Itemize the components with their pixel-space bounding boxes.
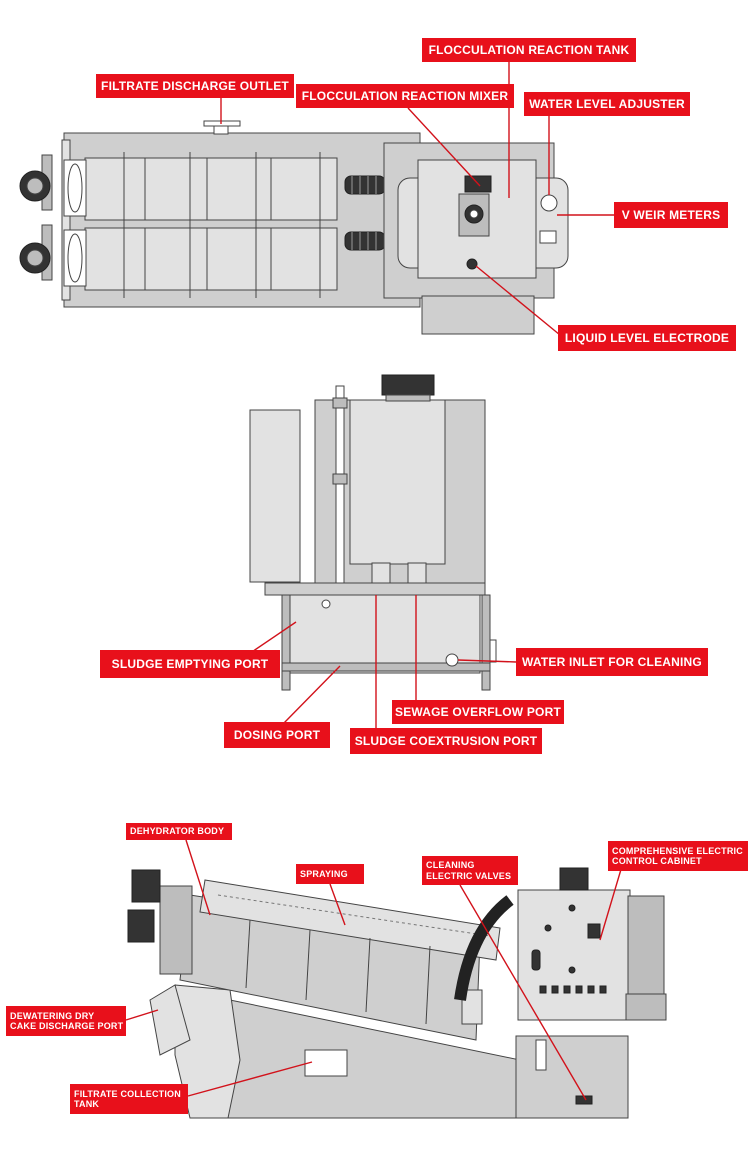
filtrate-window (304, 1049, 348, 1077)
label-control-cabinet-line1: COMPREHENSIVE ELECTRIC (612, 845, 743, 856)
label-dry-cake-line1: DEWATERING DRY (10, 1010, 95, 1021)
water-level-adjuster-knob (540, 194, 558, 212)
top-view-drawing (19, 120, 569, 335)
label-filtrate-collection-tank-line2: TANK (74, 1099, 100, 1109)
label-cleaning-electric-valves-line1: CLEANING (426, 860, 475, 871)
label-water-level-adjuster: WATER LEVEL ADJUSTER (524, 92, 690, 116)
label-filtrate-collection-tank: FILTRATE COLLECTION TANK (70, 1084, 188, 1114)
filtrate-outlet-flange (203, 120, 241, 127)
label-control-cabinet-line2: CONTROL CABINET (612, 856, 702, 866)
label-sewage-overflow-port: SEWAGE OVERFLOW PORT (392, 700, 564, 724)
drive-motor-lower (19, 224, 53, 281)
flocculation-tank-front (349, 399, 446, 565)
label-dewatering-dry-cake-discharge-port: DEWATERING DRY CAKE DISCHARGE PORT (6, 1006, 126, 1036)
side-motor-upper (131, 869, 161, 903)
mixer-motor-front (381, 374, 435, 396)
base-top-rail (264, 582, 486, 596)
leader-mixer (407, 107, 481, 187)
side-feed-hose (454, 895, 514, 1001)
label-comprehensive-electric-control-cabinet: COMPREHENSIVE ELECTRIC CONTROL CABINET (608, 841, 748, 871)
leader-water-inlet (457, 659, 517, 663)
leader-cleaning-valves (459, 884, 587, 1101)
label-spraying: SPRAYING (296, 864, 364, 884)
label-flocculation-reaction-mixer: FLOCCULATION REACTION MIXER (296, 84, 514, 108)
label-dehydrator-body: DEHYDRATOR BODY (126, 823, 232, 840)
spray-cover (199, 879, 501, 961)
label-cleaning-electric-valves-line2: ELECTRIC VALVES (426, 870, 512, 881)
tank-lower-extension (421, 295, 535, 335)
label-filtrate-discharge-outlet: FILTRATE DISCHARGE OUTLET (96, 74, 294, 98)
frame-end-plate (61, 139, 71, 301)
cabinet-button-row (539, 985, 607, 994)
leader-filtrate-tank (187, 1061, 313, 1097)
front-view-drawing (249, 374, 497, 691)
side-view-drawing (127, 867, 667, 1119)
feed-hoses (344, 175, 386, 251)
label-liquid-level-electrode: LIQUID LEVEL ELECTRODE (558, 325, 736, 351)
leader-electrode (475, 265, 561, 336)
screw-drums-upper (84, 152, 338, 226)
label-v-weir-meters: V WEIR METERS (614, 202, 728, 228)
leader-dry-cake (125, 1009, 159, 1021)
leader-spraying (329, 883, 346, 926)
cleaning-water-inlet (445, 653, 459, 667)
leader-dehydrator-body (185, 839, 211, 916)
flocculation-mixer-top (458, 175, 492, 237)
liquid-level-electrode-part (466, 258, 478, 270)
leader-dosing-port (282, 665, 341, 725)
dry-cake-chute (149, 984, 191, 1056)
drive-motor-upper (19, 154, 53, 211)
side-drive-gear (159, 885, 193, 975)
control-cabinet-front (249, 409, 301, 583)
label-dry-cake-line2: CAKE DISCHARGE PORT (10, 1021, 124, 1031)
label-dosing-port: DOSING PORT (224, 722, 330, 748)
label-sludge-coextrusion-port: SLUDGE COEXTRUSION PORT (350, 728, 542, 754)
leader-control-cabinet (599, 865, 623, 941)
label-filtrate-collection-tank-line1: FILTRATE COLLECTION (74, 1088, 181, 1099)
side-motor-lower (127, 909, 155, 943)
label-sludge-emptying-port: SLUDGE EMPTYING PORT (100, 650, 280, 678)
screw-drums-lower (84, 222, 338, 298)
label-cleaning-electric-valves: CLEANING ELECTRIC VALVES (422, 856, 518, 885)
label-water-inlet-for-cleaning: WATER INLET FOR CLEANING (516, 648, 708, 676)
label-flocculation-reaction-tank: FLOCCULATION REACTION TANK (422, 38, 636, 62)
